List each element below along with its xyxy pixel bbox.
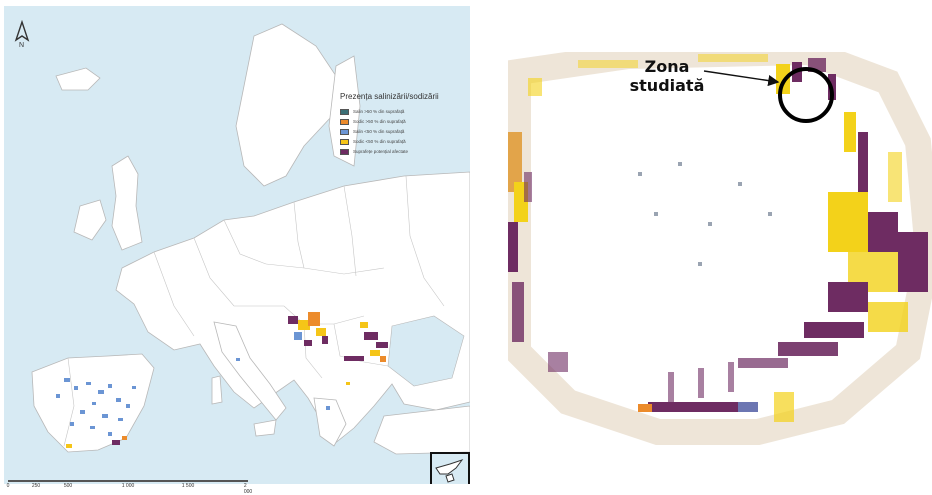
scale-tick: 1 500 — [181, 483, 195, 489]
scale-tick: 250 — [31, 483, 41, 489]
cyprus-inset-map — [430, 452, 470, 484]
svg-text:N: N — [19, 42, 24, 48]
legend-title: Prezența salinizării/sodizării — [340, 92, 439, 101]
legend-label: Sodic >50 % din suprafață — [353, 119, 406, 124]
legend-item-salin-under-50: Salin <50 % din suprafață — [340, 127, 470, 136]
great-britain-landmass — [111, 155, 143, 251]
study-area-label-line: studiată — [629, 76, 705, 95]
legend-swatch — [340, 108, 349, 115]
cyprus-inset-canvas — [432, 454, 468, 484]
minor-patches — [236, 358, 350, 410]
pannonian-patches — [288, 312, 328, 346]
study-area-label-line: Zona — [644, 57, 690, 76]
sicily-landmass — [253, 419, 277, 437]
iceland-landmass — [55, 67, 101, 91]
legend-swatch — [340, 148, 349, 155]
europe-map-canvas — [31, 23, 470, 455]
pale-border-band — [508, 52, 932, 445]
map-legend: Prezența salinizării/sodizării Salin >50… — [340, 92, 470, 157]
zoomed-map-canvas — [508, 52, 932, 445]
legend-swatch — [340, 128, 349, 135]
iberia-sodic-patches — [66, 436, 127, 448]
south-band-patches — [548, 352, 794, 422]
zoomed-region-map[interactable] — [508, 52, 932, 470]
east-dense-patches — [738, 112, 928, 368]
scandinavia-landmass — [235, 23, 337, 187]
mainland-europe — [115, 171, 470, 445]
sardinia-landmass — [211, 375, 223, 405]
anatolia-landmass — [373, 405, 470, 455]
legend-label: Suprafețe potențial afectate — [353, 149, 409, 154]
scale-tick: 2 000 — [243, 483, 253, 495]
scale-tick: 500 — [63, 483, 73, 489]
west-edge-patches — [508, 78, 542, 342]
italy-landmass — [213, 321, 287, 421]
iberia-salinity-patches — [56, 378, 136, 436]
legend-item-salin-over-50: Salin >50 % din suprafață — [340, 107, 470, 116]
scale-bar: 0 250 500 1 000 1 500 2 000 — [4, 480, 254, 495]
scale-bar-line — [8, 480, 248, 482]
legend-label: Salin >50 % din suprafață — [353, 109, 405, 114]
ireland-landmass — [73, 199, 107, 241]
danube-patches — [344, 322, 388, 362]
legend-item-sodic-over-50: Sodic >50 % din suprafață — [340, 117, 470, 126]
scale-tick: 0 — [6, 483, 10, 489]
legend-item-sodic-under-50: Sodic <50 % din suprafață — [340, 137, 470, 146]
scale-tick: 1 000 — [121, 483, 135, 489]
north-arrow-icon: N — [14, 20, 30, 48]
legend-item-potentially-affected: Suprafețe potențial afectate — [340, 147, 470, 156]
legend-label: Sodic <50 % din suprafață — [353, 139, 406, 144]
interior-specks — [638, 162, 772, 266]
national-borders — [63, 175, 445, 447]
europe-map[interactable]: N Prezența salinizării/sodizării Salin >… — [4, 6, 470, 484]
legend-label: Salin <50 % din suprafață — [353, 129, 405, 134]
legend-swatch — [340, 138, 349, 145]
legend-swatch — [340, 118, 349, 125]
greece-landmass — [313, 397, 347, 447]
